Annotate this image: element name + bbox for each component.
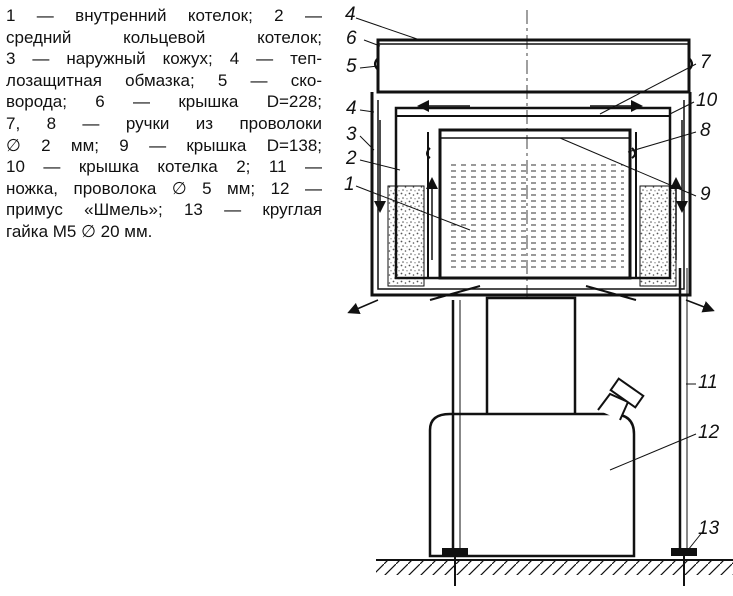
label-5: 5 <box>346 56 357 77</box>
primus-tank <box>428 377 645 558</box>
legend-line: примус «Шмель»; 13 — круглая <box>6 200 322 220</box>
label-4-side: 4 <box>346 98 357 119</box>
legend-caption: 1 — внутренний котелок; 2 — средний коль… <box>6 5 322 243</box>
legend-line: лозащитная обмазка; 5 — ско- <box>6 70 322 90</box>
label-2: 2 <box>345 148 357 169</box>
label-3: 3 <box>346 124 357 145</box>
legend-line: 1 — внутренний котелок; 2 — <box>6 6 322 25</box>
legend-line: 10 — крышка котелка 2; 11 — <box>6 157 322 177</box>
legend-line: 7, 8 — ручки из проволоки <box>6 113 322 133</box>
inner-pot <box>426 128 636 280</box>
ground <box>376 559 733 575</box>
legend-line: ворода; 6 — крышка D=228; <box>6 92 322 112</box>
legend-line: гайка М5 ∅ 20 мм. <box>6 221 153 241</box>
legend-line: средний кольцевой котелок; <box>6 27 322 47</box>
frying-pan <box>374 38 693 94</box>
legend-line: ∅ 2 мм; 9 — крышка D=138; <box>6 135 322 155</box>
leader-lines <box>355 17 705 551</box>
label-7: 7 <box>700 52 712 73</box>
legend-line: 3 — наружный кожух; 4 — теп- <box>6 49 322 69</box>
label-10: 10 <box>696 90 718 111</box>
legs <box>442 268 697 586</box>
label-12: 12 <box>698 422 720 443</box>
label-1: 1 <box>344 174 355 195</box>
label-8: 8 <box>700 120 711 141</box>
label-11: 11 <box>698 372 718 393</box>
label-13: 13 <box>698 518 720 539</box>
legend-line: ножка, проволока ∅ 5 мм; 12 — <box>6 178 322 198</box>
label-9: 9 <box>700 184 711 205</box>
primus-burner <box>429 285 637 422</box>
label-6: 6 <box>346 28 357 49</box>
label-4-top: 4 <box>345 4 356 25</box>
